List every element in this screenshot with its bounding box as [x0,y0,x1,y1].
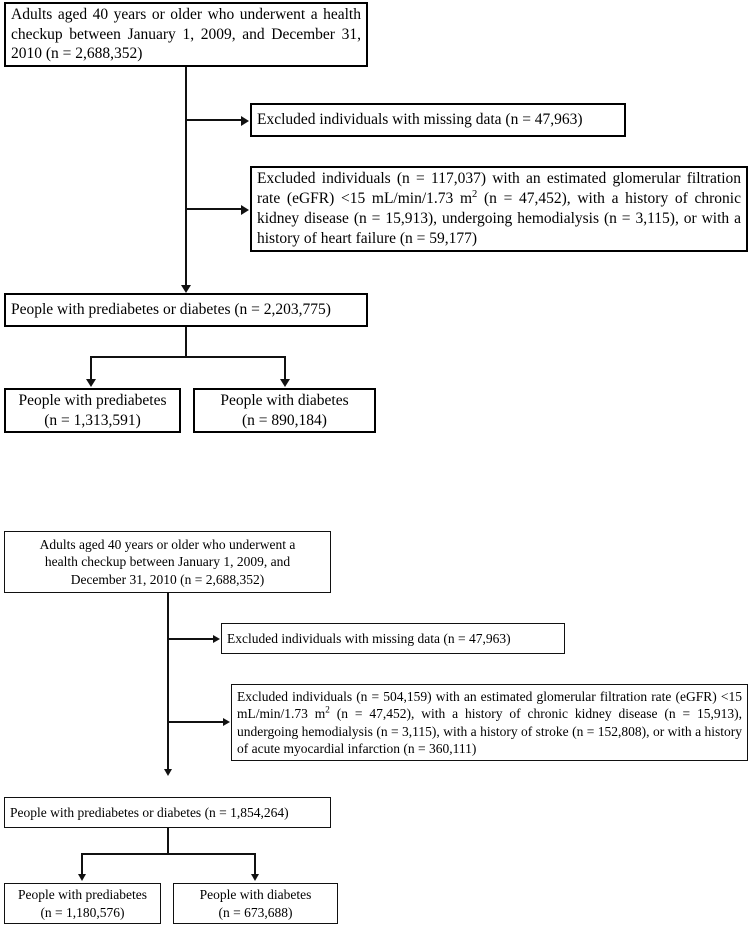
arrowhead-a-missing [241,116,249,126]
superscript-squared: 2 [472,189,478,201]
node-diabetes-a-line1: People with diabetes [220,391,349,409]
arrowhead-trunk-a-to-cohort [181,285,191,293]
node-excluded-clinical-a: Excluded individuals (n = 117,037) with … [250,166,748,252]
node-prediabetes-a-line2: (n = 1,313,591) [44,411,141,429]
node-diabetes-a: People with diabetes (n = 890,184) [193,388,376,433]
node-diabetes-b-line1: People with diabetes [199,887,312,903]
node-source-population-b-line2: health checkup between January 1, 2009, … [44,554,291,570]
node-prediabetes-b-line1: People with prediabetes [18,887,147,903]
node-excluded-clinical-a-pre: Excluded individuals (n = 117,037) with … [257,170,741,208]
node-excluded-missing-b: Excluded individuals with missing data (… [221,623,565,654]
connector-split-bar-b [81,853,256,855]
node-prediabetes-a: People with prediabetes (n = 1,313,591) [4,388,181,433]
arrowhead-a-clinical [241,205,249,215]
node-excluded-missing-a: Excluded individuals with missing data (… [250,103,626,137]
node-source-population-a-text: Adults aged 40 years or older who underw… [11,5,361,63]
connector-trunk-b [167,593,169,771]
node-excluded-clinical-a-post: (n = 47,452), with a history of chronic … [257,190,741,247]
connector-split-stem-a [185,327,187,358]
node-cohort-a: People with prediabetes or diabetes (n =… [4,293,368,327]
node-excluded-clinical-b: Excluded individuals (n = 504,159) with … [231,684,748,761]
arrowhead-b-diabetes [251,874,259,881]
arrowhead-b-missing [213,635,220,643]
node-cohort-b-text: People with prediabetes or diabetes (n =… [10,804,289,820]
arrowhead-b-clinical [223,718,230,726]
node-excluded-clinical-b-text: Excluded individuals (n = 504,159) with … [232,688,747,757]
node-diabetes-b: People with diabetes (n = 673,688) [173,883,338,924]
node-excluded-clinical-b-pre: Excluded individuals (n = 504,159) with … [237,688,742,722]
connector-split-stem-b [167,828,169,855]
connector-branch-b-clinical [167,721,224,723]
node-excluded-missing-a-text: Excluded individuals with missing data (… [257,111,583,129]
node-prediabetes-b-line2: (n = 1,180,576) [40,904,125,920]
connector-branch-a-missing [185,119,242,121]
connector-split-left-a [90,356,92,380]
node-source-population-b-line3: December 31, 2010 (n = 2,688,352) [70,571,265,587]
arrowhead-a-diabetes [280,379,290,387]
superscript-squared: 2 [325,704,330,715]
node-prediabetes-b: People with prediabetes (n = 1,180,576) [4,883,161,924]
connector-branch-a-clinical [185,208,242,210]
connector-split-right-a [284,356,286,380]
node-source-population-a: Adults aged 40 years or older who underw… [4,2,368,67]
node-diabetes-b-line2: (n = 673,688) [218,904,293,920]
node-cohort-b: People with prediabetes or diabetes (n =… [4,797,331,828]
connector-split-left-b [81,853,83,875]
node-source-population-b-line1: Adults aged 40 years or older who underw… [39,537,296,553]
node-cohort-a-text: People with prediabetes or diabetes (n =… [11,301,331,319]
connector-split-bar-a [90,356,286,358]
connector-trunk-a [185,67,187,287]
node-source-population-b: Adults aged 40 years or older who underw… [4,531,331,593]
connector-split-right-b [254,853,256,875]
arrowhead-b-prediabetes [78,874,86,881]
node-excluded-clinical-a-text: Excluded individuals (n = 117,037) with … [252,169,746,248]
node-excluded-missing-b-text: Excluded individuals with missing data (… [227,630,511,646]
arrowhead-a-prediabetes [86,379,96,387]
arrowhead-trunk-b-to-cohort [164,769,172,776]
node-diabetes-a-line2: (n = 890,184) [242,411,327,429]
node-excluded-clinical-b-post: (n = 47,452), with a history of chronic … [237,706,742,756]
connector-branch-b-missing [167,638,214,640]
node-prediabetes-a-line1: People with prediabetes [18,391,167,409]
